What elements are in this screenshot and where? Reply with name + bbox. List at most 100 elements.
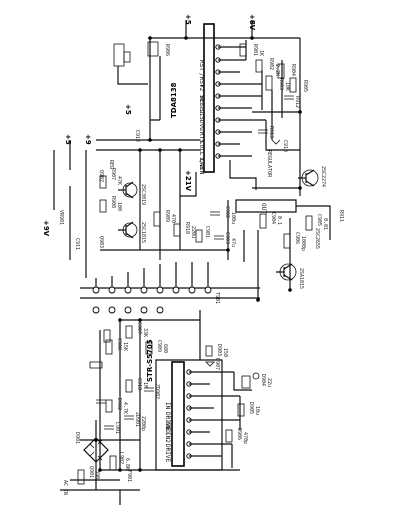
tea-pin-1: RST: [198, 60, 205, 71]
value-label-5: 100: [116, 202, 122, 211]
part-label-9: R909: [164, 210, 170, 222]
part-label-18: C908: [116, 338, 122, 350]
part-label-29: L902: [118, 452, 124, 464]
tea-pin-9: I/2: [198, 157, 205, 168]
value-label-23: 6.8K: [124, 458, 130, 470]
value-label-15: 680: [162, 344, 168, 353]
rail-label-top-1: +5: [184, 14, 192, 25]
part-label-39: C913: [282, 140, 288, 152]
part-label-24: D905: [248, 402, 254, 414]
q2-label: 2SC1815: [140, 222, 146, 243]
out-box-label: OUT: [260, 203, 267, 214]
tea-pin-8: COLL CAP: [198, 141, 205, 170]
part-label-15: C905: [316, 214, 322, 226]
part-label-20: C910: [136, 378, 142, 390]
rail-label-p5b: +5: [124, 104, 132, 115]
str-section-wires: [99, 310, 260, 471]
top-left-components: [113, 41, 159, 85]
ic-tda8138-label: TDA8138: [170, 82, 178, 118]
tea-pin-markers: [215, 44, 221, 159]
rail-label-p9: +9: [84, 134, 92, 145]
value-label-18: 150: [222, 348, 228, 357]
value-label-21: 470p: [242, 432, 248, 444]
part-label-31: Q902: [98, 170, 104, 182]
part-label-8: R908: [110, 196, 116, 208]
t901-label: T901: [214, 292, 220, 304]
tea-pin-7: RT5: [198, 132, 205, 143]
value-label-1: 1K: [258, 50, 264, 56]
part-label-7: R907: [110, 168, 116, 180]
part-label-6: R906: [164, 44, 170, 56]
part-label-33: VR901: [58, 210, 64, 225]
q5-label: 2SC2274: [320, 166, 326, 187]
tea-pin-4: RESET: [198, 96, 205, 114]
part-label-36: R911: [338, 210, 344, 222]
reg-box-label: REGULATOR: [266, 150, 272, 178]
tea-pin-5: I15: [198, 109, 205, 120]
part-label-14: C904: [270, 212, 276, 224]
part-label-16: C906: [294, 232, 300, 244]
value-label-4: 47K: [116, 176, 122, 185]
str-pin-4: IN2: [164, 432, 171, 443]
str-pin-5: DRIVE: [164, 444, 171, 462]
value-label-16: 1M: [142, 382, 148, 388]
part-label-3: R903: [278, 78, 284, 90]
value-label-24: 390: [94, 470, 100, 479]
ac-input-section: [60, 329, 140, 505]
part-label-26: ZD901: [134, 412, 140, 427]
ac-in-label: AC IN: [62, 480, 68, 495]
part-label-38: R913: [268, 126, 274, 138]
value-label-2: 2.2K: [274, 64, 280, 76]
part-label-19: C909: [156, 340, 162, 352]
rail-label-p9v: +9V: [42, 220, 50, 237]
value-label-6: 470: [170, 214, 176, 223]
str-pin-1: IN: [164, 402, 171, 410]
tea-pin-3: V2 SET: [198, 84, 205, 106]
tea-pin-10: IN: [198, 167, 205, 175]
value-label-9: 47u: [230, 238, 236, 247]
q1-label: 2SC3019: [140, 184, 146, 205]
bridge-label: D901: [74, 432, 80, 444]
part-label-23: D904: [260, 374, 266, 386]
part-label-11: C901: [204, 226, 210, 238]
part-label-35: C912: [134, 130, 140, 142]
rail-label-p5: +5: [64, 134, 72, 145]
tea-pin-6: DVG: [198, 120, 205, 131]
part-label-32: Q903: [98, 236, 104, 248]
value-label-14: 15K: [122, 342, 128, 351]
value-label-17: 4.7K: [122, 402, 128, 414]
part-label-12: C902: [224, 206, 230, 218]
str-pin-3: GND: [164, 422, 171, 433]
ic-str-s5705: STR-S5705 IN DRIVE GND IN2 DRIVE: [146, 339, 192, 467]
part-label-37: R912: [294, 96, 300, 108]
driver-section: [53, 38, 229, 278]
fuse-label: F901: [126, 470, 132, 482]
part-label-10: R910: [184, 222, 190, 234]
value-label-10: 0.1: [276, 216, 282, 225]
part-label-13: C903: [224, 232, 230, 244]
value-label-12: 1000p: [300, 236, 306, 251]
value-label-13: 33K: [142, 328, 148, 337]
part-label-4: R904: [290, 64, 296, 76]
value-label-3: 10K: [284, 82, 290, 91]
part-label-1: R901: [252, 44, 258, 56]
transformer-t901: [80, 262, 260, 314]
output-transistor-section: [235, 169, 331, 300]
q3-label: 2SC2655: [314, 228, 320, 249]
ic-tda8138: TDA8138 RST /RST V2 SET RESET I15 DVG RT…: [170, 23, 215, 175]
part-label-27: ZD902: [154, 384, 160, 399]
part-label-21: D902: [116, 398, 122, 410]
rail-label-top-2: +8V: [248, 14, 256, 31]
part-label-34: C911: [74, 238, 80, 250]
value-label-19: 22u: [266, 378, 272, 387]
q4-label: 2SA1015: [298, 268, 304, 289]
part-label-17: C907: [136, 322, 142, 334]
value-label-8: 100u: [230, 212, 236, 224]
part-label-5: R905: [302, 80, 308, 92]
str-pin-2: DRIVE: [164, 412, 171, 430]
tea-pin-2: /RST: [198, 73, 205, 88]
value-label-11: 0.01: [322, 218, 328, 230]
part-label-30: Q901: [88, 466, 94, 478]
part-label-2: R902: [268, 58, 274, 70]
